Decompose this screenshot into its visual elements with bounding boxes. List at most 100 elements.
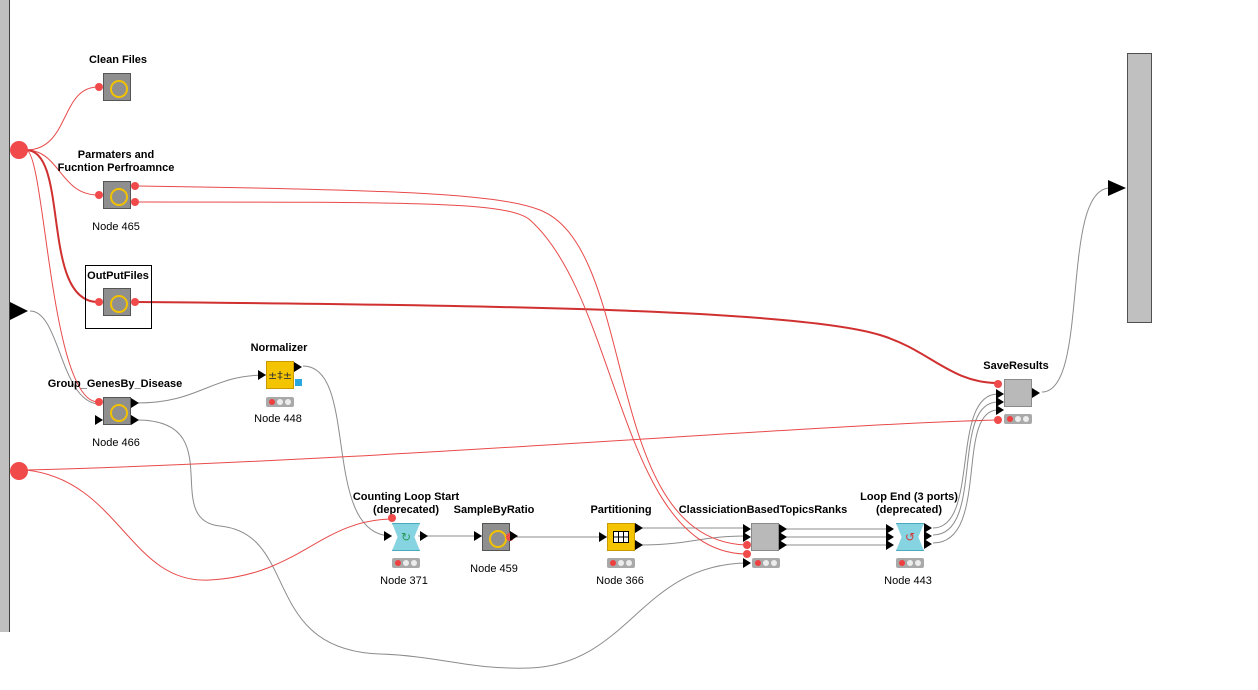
data-port-icon[interactable] bbox=[779, 540, 787, 550]
node-title-parmaters: Parmaters and Fucntion Perfroamnce bbox=[57, 149, 175, 174]
data-port-icon[interactable] bbox=[384, 531, 392, 541]
connection bbox=[932, 393, 999, 529]
data-port-icon[interactable] bbox=[743, 558, 751, 568]
data-port-icon[interactable] bbox=[924, 523, 932, 533]
metanode-ring-icon bbox=[110, 80, 128, 98]
flow-connection bbox=[25, 86, 99, 151]
flow-connection bbox=[25, 149, 99, 196]
metanode-ring-icon bbox=[110, 295, 128, 313]
connection bbox=[932, 409, 999, 544]
data-port-icon[interactable] bbox=[924, 531, 932, 541]
flow-port-icon[interactable] bbox=[95, 398, 103, 406]
connection bbox=[136, 374, 267, 404]
data-port-icon[interactable] bbox=[474, 531, 482, 541]
node-title-save-results: SaveResults bbox=[983, 360, 1049, 372]
flow-port-icon[interactable] bbox=[95, 191, 103, 199]
node-title-output-files: OutPutFiles bbox=[87, 270, 149, 282]
node-normalizer[interactable]: ±‡± bbox=[266, 361, 294, 389]
node-status-indicator bbox=[392, 558, 420, 568]
data-port-icon[interactable] bbox=[886, 540, 894, 550]
node-partitioning[interactable] bbox=[607, 523, 635, 551]
node-id-label: Node 459 bbox=[470, 563, 518, 575]
node-title-sample-by-ratio: SampleByRatio bbox=[453, 504, 535, 516]
node-status-indicator bbox=[1004, 414, 1032, 424]
data-port-icon[interactable] bbox=[996, 389, 1004, 399]
partitioning-icon bbox=[608, 524, 634, 550]
flow-port-icon[interactable] bbox=[743, 550, 751, 558]
flow-port-icon[interactable] bbox=[994, 416, 1002, 424]
node-title-loop-end: Loop End (3 ports) (deprecated) bbox=[860, 491, 958, 516]
node-status-indicator bbox=[896, 558, 924, 568]
node-id-label: Node 448 bbox=[254, 413, 302, 425]
node-title-group-genes: Group_GenesBy_Disease bbox=[47, 378, 183, 390]
data-port-icon[interactable] bbox=[886, 524, 894, 534]
metanode-output-bar[interactable] bbox=[1127, 53, 1152, 323]
flow-port-icon[interactable] bbox=[95, 298, 103, 306]
metanode-group-genes[interactable] bbox=[103, 397, 131, 425]
data-port-icon[interactable] bbox=[510, 531, 518, 541]
node-status-indicator bbox=[607, 558, 635, 568]
node-status-indicator bbox=[752, 558, 780, 568]
metanode-clean-files[interactable] bbox=[103, 73, 131, 101]
data-port-icon[interactable] bbox=[743, 532, 751, 542]
connection bbox=[136, 419, 747, 669]
flow-port-icon[interactable] bbox=[994, 380, 1002, 388]
normalizer-icon: ±‡± bbox=[268, 368, 292, 382]
metanode-sample-by-ratio[interactable] bbox=[482, 523, 510, 551]
data-port-icon[interactable] bbox=[599, 532, 607, 542]
node-title-counting-loop: Counting Loop Start (deprecated) bbox=[352, 491, 460, 516]
metanode-input-bar[interactable] bbox=[0, 0, 10, 632]
data-port-icon[interactable] bbox=[886, 532, 894, 542]
flow-port-icon[interactable] bbox=[131, 198, 139, 206]
connection bbox=[302, 365, 393, 537]
connection bbox=[639, 535, 747, 546]
data-port-icon[interactable] bbox=[95, 415, 103, 425]
node-id-label: Node 466 bbox=[92, 437, 140, 449]
node-id-label: Node 465 bbox=[92, 221, 140, 233]
connection bbox=[29, 310, 99, 405]
flow-port-icon[interactable] bbox=[95, 83, 103, 91]
data-port-icon[interactable] bbox=[996, 397, 1004, 407]
data-port-icon[interactable] bbox=[131, 415, 139, 425]
metanode-output-files[interactable] bbox=[103, 288, 131, 316]
node-id-label: Node 443 bbox=[884, 575, 932, 587]
metanode-ring-icon bbox=[489, 530, 507, 548]
data-port-icon[interactable] bbox=[420, 531, 428, 541]
data-port-icon[interactable] bbox=[294, 362, 302, 372]
data-port-icon[interactable] bbox=[924, 539, 932, 549]
flow-port-icon[interactable] bbox=[131, 182, 139, 190]
flow-connection bbox=[25, 149, 99, 403]
loop-start-icon: ↻ bbox=[400, 530, 412, 544]
data-port-icon[interactable] bbox=[635, 540, 643, 550]
component-save-results[interactable] bbox=[1004, 379, 1032, 407]
flow-connection bbox=[136, 201, 747, 555]
metanode-ring-icon bbox=[110, 404, 128, 422]
annotation-box[interactable] bbox=[85, 265, 152, 329]
flow-connection bbox=[25, 469, 393, 581]
node-id-label: Node 371 bbox=[380, 575, 428, 587]
node-status-indicator bbox=[266, 397, 294, 407]
loop-end-icon: ↺ bbox=[904, 530, 916, 544]
component-classiciation[interactable] bbox=[751, 523, 779, 551]
node-title-partitioning: Partitioning bbox=[590, 504, 652, 516]
metanode-ring-icon bbox=[110, 188, 128, 206]
data-port-icon[interactable] bbox=[996, 405, 1004, 415]
data-port-icon[interactable] bbox=[743, 524, 751, 534]
connection bbox=[932, 401, 999, 536]
data-port-icon[interactable] bbox=[635, 523, 643, 533]
node-title-normalizer: Normalizer bbox=[250, 342, 308, 354]
flow-connection bbox=[136, 185, 747, 546]
metanode-parmaters[interactable] bbox=[103, 181, 131, 209]
data-port-icon[interactable] bbox=[131, 398, 139, 408]
flow-port-icon[interactable] bbox=[131, 298, 139, 306]
flow-port-icon[interactable] bbox=[388, 514, 396, 522]
data-port-icon[interactable] bbox=[779, 532, 787, 542]
connection bbox=[1041, 187, 1111, 393]
node-title-clean-files: Clean Files bbox=[88, 54, 148, 66]
data-port-icon[interactable] bbox=[258, 370, 266, 380]
data-port-icon[interactable] bbox=[1032, 388, 1040, 398]
data-port-icon[interactable] bbox=[779, 524, 787, 534]
flow-port-icon[interactable] bbox=[743, 541, 751, 549]
model-port-icon[interactable] bbox=[295, 379, 302, 386]
